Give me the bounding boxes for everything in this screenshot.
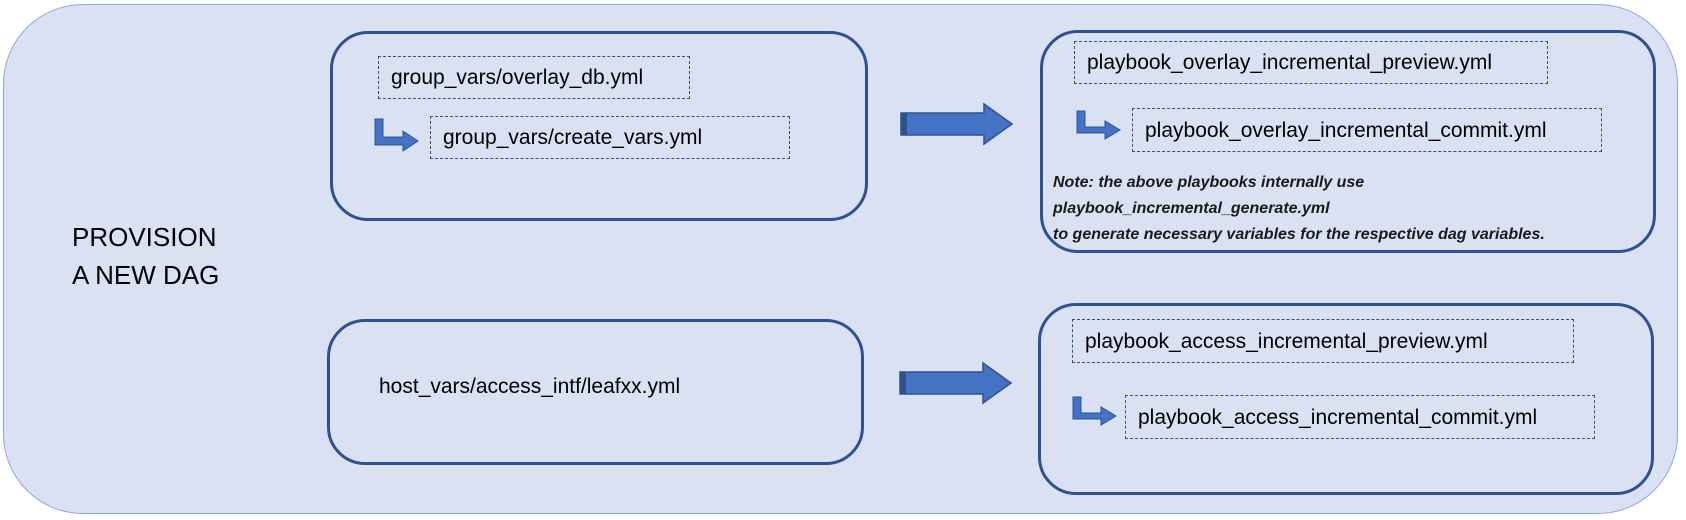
access-intf-file: host_vars/access_intf/leafxx.yml xyxy=(379,375,681,398)
note-line-3: to generate necessary variables for the … xyxy=(1053,226,1545,243)
bent-arrow-icon xyxy=(1076,110,1121,140)
overlay-output-group xyxy=(1040,30,1656,253)
overlay-commit-playbook: playbook_overlay_incremental_commit.yml xyxy=(1132,108,1602,152)
overlay-db-file: group_vars/overlay_db.yml xyxy=(378,56,690,99)
bent-arrow-icon xyxy=(1072,396,1117,426)
overlay-note: Note: the above playbooks internally use… xyxy=(1053,170,1545,248)
note-line-1: Note: the above playbooks internally use xyxy=(1053,174,1365,191)
right-arrow-icon xyxy=(899,361,1013,405)
access-input-group xyxy=(327,319,864,465)
overlay-preview-playbook: playbook_overlay_incremental_preview.yml xyxy=(1074,41,1548,84)
title-line-2: A NEW DAG xyxy=(72,260,220,290)
access-preview-playbook: playbook_access_incremental_preview.yml xyxy=(1072,319,1574,363)
bent-arrow-icon xyxy=(374,118,419,152)
access-output-group xyxy=(1038,303,1654,495)
right-arrow-icon xyxy=(900,102,1014,146)
title-line-1: PROVISION xyxy=(72,222,217,252)
create-vars-file: group_vars/create_vars.yml xyxy=(430,116,790,159)
note-line-2: playbook_incremental_generate.yml xyxy=(1053,200,1330,217)
diagram-title: PROVISION A NEW DAG xyxy=(72,218,219,294)
overlay-input-group xyxy=(330,31,868,221)
access-commit-playbook: playbook_access_incremental_commit.yml xyxy=(1125,395,1595,439)
